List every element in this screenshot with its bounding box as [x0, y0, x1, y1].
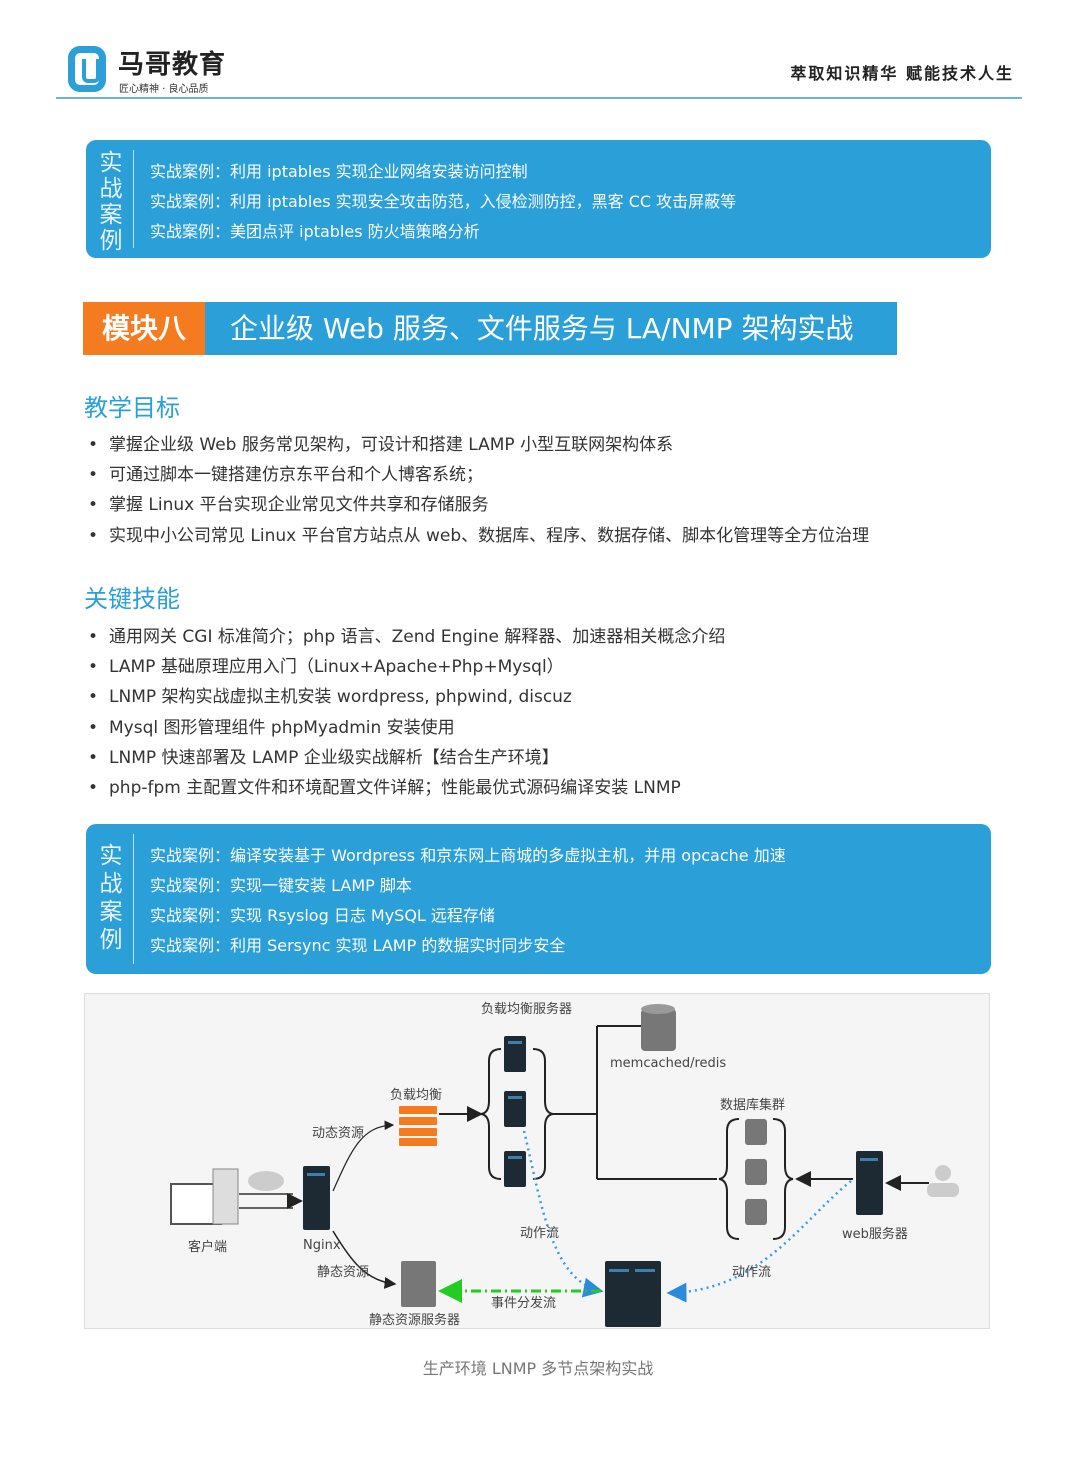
- list-item: php-fpm 主配置文件和环境配置文件详解；性能最优式源码编译安装 LNMP: [88, 773, 725, 803]
- label-static-server: 静态资源服务器: [369, 1312, 460, 1328]
- skills-list: 通用网关 CGI 标准简介；php 语言、Zend Engine 解释器、加速器…: [88, 622, 725, 803]
- case-item: 实战案例：利用 iptables 实现安全攻击防范，入侵检测防控，黑客 CC 攻…: [150, 192, 737, 211]
- slogan: 萃取知识精华 赋能技术人生: [790, 64, 1014, 83]
- case-item: 实战案例：美团点评 iptables 防火墙策略分析: [150, 222, 480, 241]
- case-item: 实战案例：实现一键安装 LAMP 脚本: [150, 876, 412, 895]
- case-box-2: 实战案例 实战案例：编译安装基于 Wordpress 和京东网上商城的多虚拟主机…: [86, 824, 991, 974]
- divider: [133, 150, 134, 248]
- label-static: 静态资源: [317, 1265, 369, 1280]
- logo-icon: [68, 46, 106, 92]
- list-item: 掌握企业级 Web 服务常见架构，可设计和搭建 LAMP 小型互联网架构体系: [88, 430, 869, 460]
- figure-caption: 生产环境 LNMP 多节点架构实战: [422, 1359, 654, 1378]
- label-web: web服务器: [842, 1226, 908, 1242]
- goals-list: 掌握企业级 Web 服务常见架构，可设计和搭建 LAMP 小型互联网架构体系 可…: [88, 430, 869, 551]
- list-item: 实现中小公司常见 Linux 平台官方站点从 web、数据库、程序、数据存储、脚…: [88, 521, 869, 551]
- case-item: 实战案例：利用 iptables 实现企业网络安装访问控制: [150, 162, 528, 181]
- brand-name: 马哥教育: [118, 50, 227, 80]
- list-item: LAMP 基础原理应用入门（Linux+Apache+Php+Mysql）: [88, 652, 725, 682]
- architecture-diagram: 负载均衡服务器 memcached/redis 负载均衡 动态资源 数据库集群 …: [84, 993, 990, 1329]
- label-action-2: 动作流: [732, 1265, 771, 1280]
- label-cache: memcached/redis: [610, 1056, 726, 1071]
- label-action-1: 动作流: [520, 1226, 559, 1241]
- label-db-cluster: 数据库集群: [720, 1097, 785, 1113]
- label-event: 事件分发流: [491, 1295, 556, 1311]
- case-item: 实战案例：利用 Sersync 实现 LAMP 的数据实时同步安全: [150, 936, 566, 955]
- label-dynamic: 动态资源: [312, 1126, 364, 1141]
- list-item: 掌握 Linux 平台实现企业常见文件共享和存储服务: [88, 490, 869, 520]
- module-title: 企业级 Web 服务、文件服务与 LA/NMP 架构实战: [205, 302, 897, 355]
- case-tag: 实战案例: [99, 150, 123, 254]
- list-item: LNMP 架构实战虚拟主机安装 wordpress, phpwind, disc…: [88, 682, 725, 712]
- goals-heading: 教学目标: [84, 394, 180, 422]
- skills-heading: 关键技能: [84, 585, 180, 613]
- label-nginx: Nginx: [303, 1238, 341, 1253]
- case-tag: 实战案例: [99, 843, 123, 953]
- case-item: 实战案例：编译安装基于 Wordpress 和京东网上商城的多虚拟主机，并用 o…: [150, 846, 786, 865]
- label-lb-servers: 负载均衡服务器: [481, 1001, 572, 1017]
- list-item: 通用网关 CGI 标准简介；php 语言、Zend Engine 解释器、加速器…: [88, 622, 725, 652]
- case-item: 实战案例：实现 Rsyslog 日志 MySQL 远程存储: [150, 906, 495, 925]
- list-item: LNMP 快速部署及 LAMP 企业级实战解析【结合生产环境】: [88, 743, 725, 773]
- module-number: 模块八: [83, 302, 205, 355]
- list-item: 可通过脚本一键搭建仿京东平台和个人博客系统；: [88, 460, 869, 490]
- brand-subtitle: 匠心精神 · 良心品质: [119, 84, 209, 95]
- list-item: Mysql 图形管理组件 phpMyadmin 安装使用: [88, 713, 725, 743]
- divider: [133, 834, 134, 964]
- case-box-1: 实战案例 实战案例：利用 iptables 实现企业网络安装访问控制 实战案例：…: [86, 140, 991, 258]
- label-lb: 负载均衡: [390, 1088, 442, 1103]
- header-divider: [56, 97, 1022, 99]
- label-client: 客户端: [188, 1239, 227, 1255]
